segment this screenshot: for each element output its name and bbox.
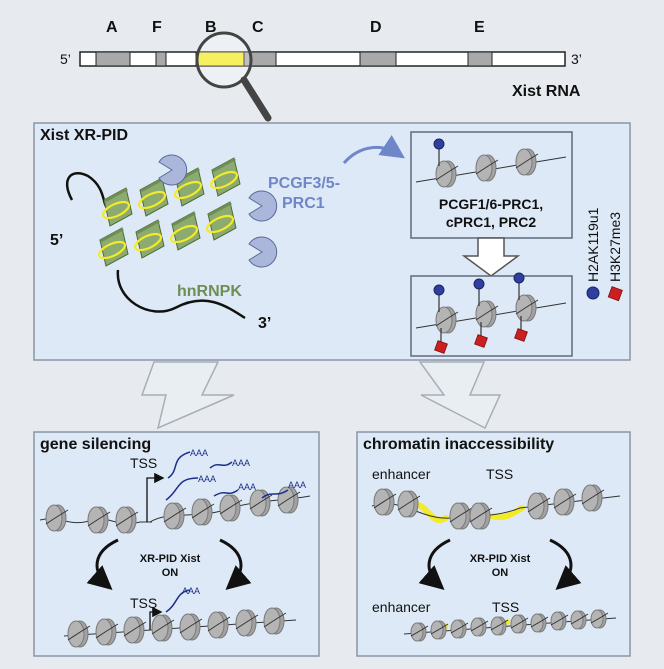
repeat-f-label: F — [152, 19, 162, 36]
xr-pid-3prime: 3’ — [258, 315, 271, 332]
hnrnpk-assembly — [97, 157, 241, 267]
chromatin-title: chromatin inaccessibility — [363, 436, 554, 453]
polya-tail-label: AAA — [182, 586, 200, 596]
gs-switch-line2: ON — [162, 567, 179, 579]
complex-line2: cPRC1, PRC2 — [446, 214, 536, 230]
polya-tail-label: AAA — [198, 474, 216, 484]
switch-arrow-left-icon — [418, 538, 451, 590]
tss-arrow-icon — [146, 472, 165, 522]
h3k27me3-legend-icon — [607, 286, 623, 302]
xist-rna-label: Xist RNA — [512, 83, 581, 100]
nascent-transcript — [165, 589, 191, 613]
tss-label-top: TSS — [130, 455, 157, 471]
complex-line1: PCGF1/6-PRC1, — [439, 196, 543, 212]
accessible-enhancer-region — [413, 501, 449, 523]
ci-switch-line1: XR-PID Xist — [470, 553, 531, 565]
xr-pid-5prime: 5’ — [50, 232, 63, 249]
gene-silencing-title: gene silencing — [40, 436, 151, 453]
polya-tail-label: AAA — [232, 458, 250, 468]
nascent-transcripts — [165, 451, 289, 501]
repeat-c-label: C — [252, 19, 264, 36]
hnrnpk-label: hnRNPK — [177, 283, 242, 300]
tss-arrow-icon — [149, 606, 163, 630]
xist-3prime: 3’ — [571, 51, 582, 67]
switch-arrow-right-icon — [549, 538, 582, 590]
repeat-a-block — [95, 51, 131, 67]
polya-tail-label: AAA — [238, 482, 256, 492]
left-outcome-arrow-icon — [140, 361, 235, 430]
switch-arrow-right-icon — [219, 538, 252, 590]
repeat-b-label: B — [205, 19, 217, 36]
repeat-a-label: A — [106, 19, 118, 36]
h2ak119u1-legend-icon — [586, 286, 600, 300]
recruitment-arrow-icon — [342, 135, 405, 165]
accessible-tss-region — [489, 505, 525, 521]
enhancer-label-bottom: enhancer — [372, 599, 431, 615]
xr-pid-title: Xist XR-PID — [40, 127, 128, 144]
tss-label-top: TSS — [486, 466, 513, 482]
repeat-d-label: D — [370, 19, 382, 36]
gs-switch-line1: XR-PID Xist — [140, 553, 201, 565]
repeat-f-block — [155, 51, 167, 67]
xist-5prime: 5’ — [60, 51, 71, 67]
rna-strand-3prime — [116, 269, 246, 320]
prc-label-line1: PCGF3/5- — [268, 175, 340, 192]
repeat-d-block — [359, 51, 397, 67]
prc-label-line2: PRC1 — [282, 195, 325, 212]
switch-arrow-left-icon — [86, 538, 119, 590]
tss-label-bottom: TSS — [130, 595, 157, 611]
enhancer-label-top: enhancer — [372, 466, 431, 482]
repeat-e-label: E — [474, 19, 485, 36]
legend-h2ak119u1: H2AK119u1 — [585, 207, 601, 282]
ci-switch-line2: ON — [492, 567, 509, 579]
right-outcome-arrow-icon — [418, 361, 502, 430]
legend-h3k27me3: H3K27me3 — [607, 212, 623, 282]
tss-label-bottom: TSS — [492, 599, 519, 615]
polya-tail-label: AAA — [190, 448, 208, 458]
progression-arrow-icon — [461, 237, 521, 277]
histone-mark-legend: H2AK119u1 H3K27me3 — [585, 207, 623, 302]
repeat-e-block — [467, 51, 493, 67]
xist-rna-map: 5’ 3’ A F B C D E Xist RNA — [60, 19, 582, 122]
polya-tail-label: AAA — [288, 480, 306, 490]
ub-chromatin-box — [410, 131, 573, 239]
magnifier-icon — [195, 31, 272, 122]
